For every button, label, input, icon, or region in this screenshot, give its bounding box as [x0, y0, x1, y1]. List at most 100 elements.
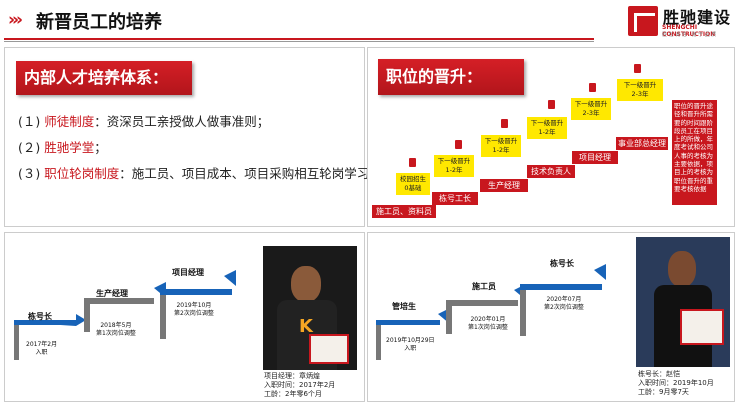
company-logo-icon	[628, 6, 658, 36]
caption-name: 项目经理：章炳煌	[264, 372, 320, 380]
item-text: ：资深员工亲授做人做事准则；	[94, 114, 270, 129]
case-2-role-1: 管培生	[392, 302, 416, 311]
stage-duration: 2-3年	[631, 90, 649, 98]
system-item-3: (３) 职位轮岗制度：施工员、项目成本、项目采购相互轮岗学习；	[18, 163, 382, 182]
path-bar	[160, 289, 166, 339]
employee-photo-2	[636, 237, 730, 367]
header-chevron-icon: ›››	[8, 10, 23, 30]
path-bar	[84, 298, 90, 332]
case-1-date-3: 2019年10月第2次岗位调整	[174, 302, 214, 318]
path-bar	[446, 300, 452, 334]
date-note: 第2次岗位调整	[544, 304, 584, 311]
stage-label: 下一级晋升	[623, 81, 657, 89]
step-5: 项目经理	[572, 151, 618, 164]
stage-label: 校园招生	[400, 175, 426, 183]
case-1-role-3: 项目经理	[172, 268, 204, 277]
stage-duration: 2-3年	[582, 109, 600, 117]
case-2-date-3: 2020年07月第2次岗位调整	[544, 296, 584, 312]
thumbs-up-icon	[409, 158, 416, 167]
case-1-date-2: 2018年5月第1次岗位调整	[96, 322, 136, 338]
step-6: 事业部总经理	[616, 137, 668, 150]
caption-join-date: 入职时间：2019年10月	[638, 379, 714, 387]
stage-label: 下一级晋升	[530, 119, 564, 127]
item-number: (３)	[18, 166, 41, 181]
caption-tenure: 工龄：9月零7天	[638, 388, 689, 396]
header-divider-thin	[4, 41, 594, 42]
path-bar	[160, 289, 232, 295]
promotion-description: 职位的晋升途径和晋升所需要的时间跟阶段员工在项目上的所做，年度考试和公司人事的考…	[672, 100, 717, 205]
item-text: ；	[94, 140, 107, 155]
promotion-banner: 职位的晋升：	[378, 59, 524, 95]
case-2-date-1: 2019年10月29日入职	[386, 337, 435, 353]
item-keyword: 师徒制度	[44, 114, 95, 129]
logo-english-name: SHENGCHI CONSTRUCTION	[662, 24, 716, 38]
case-2-career-path	[376, 264, 606, 360]
person-head	[668, 251, 696, 287]
path-bar	[520, 284, 602, 290]
person-head	[291, 266, 321, 302]
item-keyword: 职位轮岗制度	[44, 166, 120, 181]
step-1: 施工员、资料员	[372, 205, 436, 218]
date-value: 2020年07月	[546, 296, 582, 303]
date-note: 第1次岗位调整	[96, 330, 136, 337]
item-number: (２)	[18, 140, 41, 155]
system-item-2: (２) 胜驰学堂；	[18, 137, 107, 156]
path-bar	[446, 300, 518, 306]
stage-duration: 1-2年	[492, 146, 510, 154]
stage-duration: 0基础	[404, 184, 422, 192]
date-note: 第1次岗位调整	[468, 324, 508, 331]
certificate	[680, 309, 724, 345]
arrow-tip	[594, 264, 606, 280]
date-note: 入职	[404, 345, 417, 352]
item-number: (１)	[18, 114, 41, 129]
thumbs-up-icon	[455, 140, 462, 149]
step-4: 技术负责人	[527, 165, 575, 178]
stage-label: 下一级晋升	[574, 100, 608, 108]
date-note: 第2次岗位调整	[174, 310, 214, 317]
step-2: 栋号工长	[432, 192, 478, 205]
case-1-caption: 项目经理：章炳煌入职时间：2017年2月工龄：2年零6个月	[264, 372, 335, 399]
stage-duration: 1-2年	[445, 166, 463, 174]
logo-brand-name: 胜驰建设	[663, 8, 732, 27]
talent-system-banner: 内部人才培养体系：	[16, 61, 192, 95]
caption-join-date: 入职时间：2017年2月	[264, 381, 336, 389]
page-title: 新晋员工的培养	[36, 12, 162, 33]
date-note: 入职	[35, 349, 48, 356]
thumbs-up-icon	[634, 64, 641, 73]
case-1-role-1: 栋号长	[28, 312, 52, 321]
case-2-role-2: 施工员	[472, 282, 496, 291]
stage-label: 下一级晋升	[484, 137, 518, 145]
arrow-tip	[224, 270, 236, 286]
date-value: 2017年2月	[26, 341, 58, 348]
header-divider	[4, 38, 594, 40]
date-value: 2019年10月	[176, 302, 212, 309]
date-value: 2018年5月	[100, 322, 132, 329]
date-value: 2020年01月	[470, 316, 506, 323]
thumbs-up-icon	[501, 119, 508, 128]
case-2-caption: 栋号长：赵恺入职时间：2019年10月工龄：9月零7天	[638, 370, 714, 397]
date-value: 2019年10月29日	[386, 337, 435, 344]
item-text: ：施工员、项目成本、项目采购相互轮岗学习；	[119, 166, 382, 181]
logo-slogan: 胜 在 诚 信 · 驰 于 品 质	[662, 32, 717, 38]
certificate	[309, 334, 349, 364]
path-bar	[14, 325, 19, 360]
stage-duration: 1-2年	[538, 128, 556, 136]
employee-photo-1: K	[263, 246, 357, 370]
thumbs-up-icon	[589, 83, 596, 92]
path-bar	[376, 320, 440, 325]
case-2-date-2: 2020年01月第1次岗位调整	[468, 316, 508, 332]
case-2-role-3: 栋号长	[550, 259, 574, 268]
case-1-role-2: 生产经理	[96, 289, 128, 298]
stage-label: 下一级晋升	[437, 157, 471, 165]
path-bar	[376, 325, 381, 360]
caption-name: 栋号长：赵恺	[638, 370, 680, 378]
path-bar	[14, 320, 76, 325]
caption-tenure: 工龄：2年零6个月	[264, 390, 322, 398]
thumbs-up-icon	[548, 100, 555, 109]
step-3: 生产经理	[480, 179, 528, 192]
